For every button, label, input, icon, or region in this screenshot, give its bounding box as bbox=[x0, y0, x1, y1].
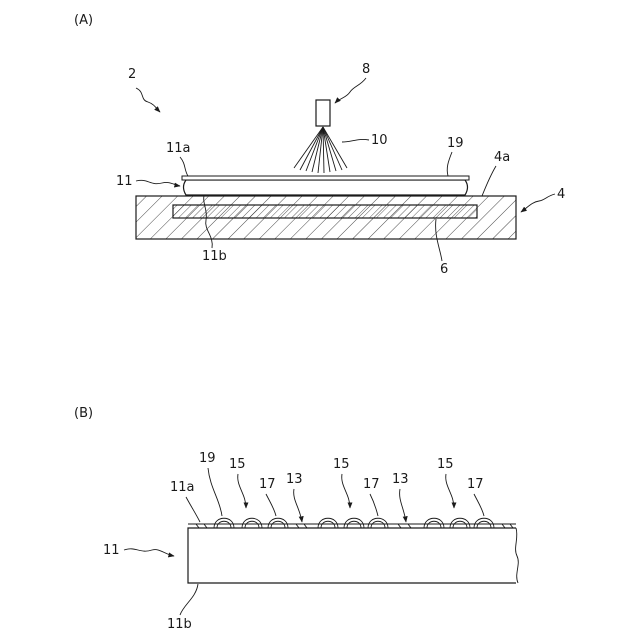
label-bump-coating-1: 17 bbox=[259, 477, 276, 492]
label-bump-3: 15 bbox=[437, 457, 454, 472]
leader-bump-coating-3 bbox=[474, 494, 484, 516]
leader-bump-coating-1 bbox=[266, 494, 276, 516]
label-nozzle: 8 bbox=[362, 62, 370, 77]
nozzle bbox=[316, 100, 330, 126]
panel-b: (B) bbox=[74, 406, 518, 632]
wafer-break-edge bbox=[516, 528, 519, 583]
leader-bump-coating-2 bbox=[370, 494, 378, 516]
leader-bump-3 bbox=[446, 474, 454, 508]
label-b-wafer-top: 11a bbox=[170, 480, 195, 495]
wafer-cross-section bbox=[188, 528, 516, 583]
label-wafer-top: 11a bbox=[166, 141, 191, 156]
leader-nozzle bbox=[335, 78, 366, 103]
leader-b-wafer-top bbox=[186, 497, 200, 522]
leader-wafer-top bbox=[180, 157, 188, 176]
label-bump-1: 15 bbox=[229, 457, 246, 472]
label-table-top: 4a bbox=[494, 150, 510, 165]
panel-a: (A) 2 8 10 11a bbox=[74, 13, 565, 277]
label-groove-2: 13 bbox=[392, 472, 409, 487]
wafer bbox=[184, 180, 468, 195]
leader-bump-1 bbox=[238, 474, 246, 508]
leader-table-top bbox=[482, 166, 496, 196]
label-groove-1: 13 bbox=[286, 472, 303, 487]
bump-row bbox=[188, 518, 516, 528]
leader-apparatus bbox=[136, 88, 160, 112]
leader-b-wafer-bottom bbox=[180, 584, 198, 615]
leader-groove-1 bbox=[294, 489, 302, 522]
label-wafer-bottom: 11b bbox=[202, 249, 227, 264]
coating-layer bbox=[182, 176, 469, 180]
label-b-wafer: 11 bbox=[103, 543, 120, 558]
label-heater: 6 bbox=[440, 262, 448, 277]
label-coating: 19 bbox=[447, 136, 464, 151]
label-bump-coating-3: 17 bbox=[467, 477, 484, 492]
leader-table bbox=[521, 194, 555, 212]
label-b-coating: 19 bbox=[199, 451, 216, 466]
label-wafer: 11 bbox=[116, 174, 133, 189]
panel-b-label: (B) bbox=[74, 406, 93, 421]
leader-b-wafer bbox=[124, 549, 174, 556]
label-table: 4 bbox=[557, 187, 565, 202]
panel-a-label: (A) bbox=[74, 13, 93, 28]
label-bump-2: 15 bbox=[333, 457, 350, 472]
label-bump-coating-2: 17 bbox=[363, 477, 380, 492]
leader-wafer bbox=[136, 180, 180, 186]
label-b-wafer-bottom: 11b bbox=[167, 617, 192, 632]
heater bbox=[173, 205, 477, 218]
leader-bump-2 bbox=[342, 474, 350, 508]
label-apparatus: 2 bbox=[128, 67, 136, 82]
leader-b-coating bbox=[208, 468, 222, 516]
leader-groove-2 bbox=[400, 489, 406, 522]
label-spray: 10 bbox=[371, 133, 388, 148]
spray bbox=[294, 127, 347, 173]
leader-spray bbox=[342, 139, 369, 142]
leader-coating bbox=[447, 152, 452, 176]
